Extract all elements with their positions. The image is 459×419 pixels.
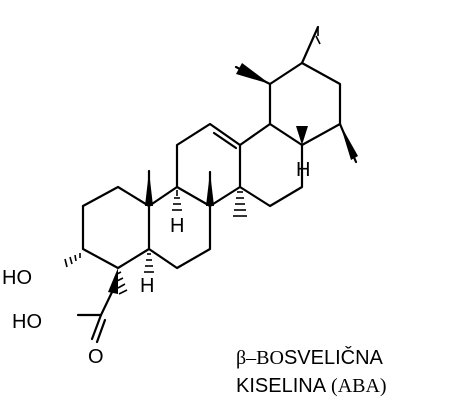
ring-e xyxy=(268,61,342,147)
wedge-c17-methyl xyxy=(340,124,358,160)
ring-d xyxy=(238,122,304,208)
caption-line-2: KISELINA (ABA) xyxy=(236,372,456,400)
methyl-c20 xyxy=(300,25,320,65)
caption-abbreviation: (ABA) xyxy=(331,375,387,397)
ring-b xyxy=(147,185,212,270)
ring-a xyxy=(81,185,151,270)
carbonyl-bond-2 xyxy=(95,318,107,344)
atom-label-ho: HO xyxy=(2,267,32,289)
caption-line-1: β–BOSVELIČNA xyxy=(236,344,456,372)
atom-label-h-c18: H xyxy=(296,159,310,181)
caption-greek-prefix: β–BO xyxy=(236,347,284,369)
wedge-c10-methyl xyxy=(145,171,153,206)
ring-c xyxy=(175,122,242,208)
caption-line2-text: KISELINA xyxy=(236,375,327,397)
wedge-c18-h xyxy=(296,126,308,145)
wedge-c4-cooh xyxy=(108,268,118,294)
hash-bonds xyxy=(64,28,321,295)
atom-label-ho-acid: HO xyxy=(12,311,42,333)
wedge-c8-methyl xyxy=(206,172,214,206)
wedge-bonds xyxy=(108,63,358,294)
caption-line1-text: SVELIČNA xyxy=(283,347,383,369)
carbonyl-bond-1 xyxy=(90,313,103,341)
cooh-bond xyxy=(99,288,115,317)
double-bond-inner xyxy=(212,131,238,150)
atom-label-h-c9: H xyxy=(170,215,184,237)
atom-label-carbonyl-o: O xyxy=(88,346,104,368)
wedge-c19-methyl xyxy=(236,63,270,84)
ring-bonds xyxy=(76,25,358,344)
atom-label-h-c5: H xyxy=(140,275,154,297)
compound-name-caption: β–BOSVELIČNA KISELINA (ABA) xyxy=(236,344,456,400)
